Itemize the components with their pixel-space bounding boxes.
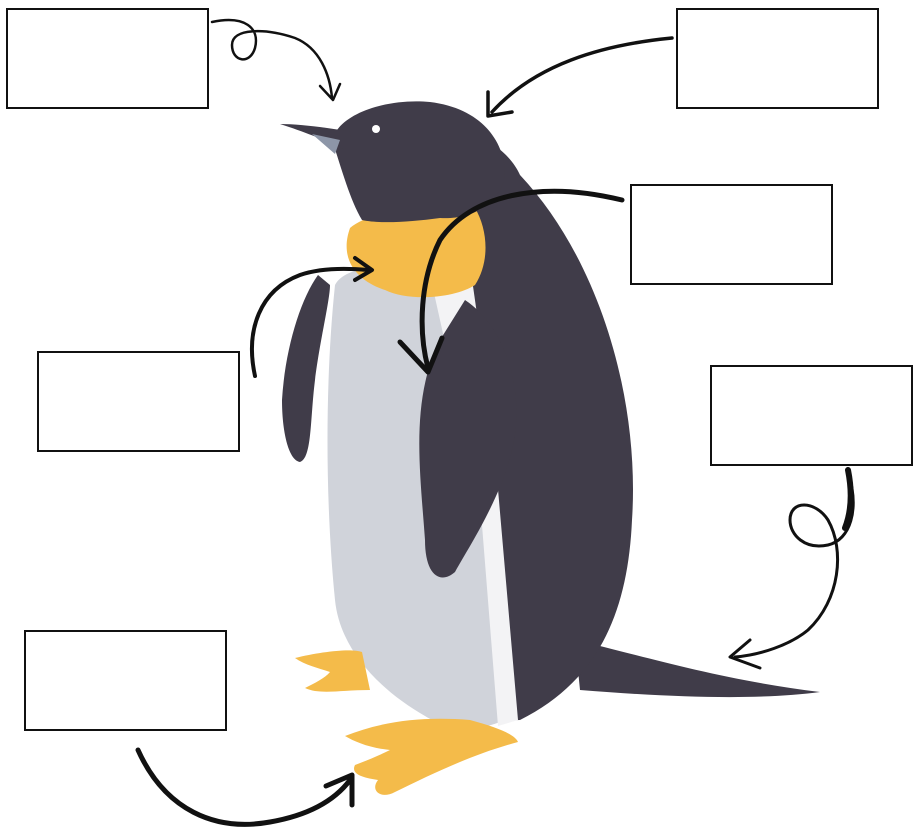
penguin-left-flipper <box>282 275 330 462</box>
penguin-beak-tip <box>312 134 340 154</box>
arrow-head-head <box>486 90 514 118</box>
arrow-head <box>490 36 674 114</box>
label-box-back[interactable] <box>630 184 833 285</box>
label-box-tail[interactable] <box>710 365 913 466</box>
penguin-tail <box>575 640 820 698</box>
arrow-neck-head <box>353 256 374 282</box>
arrow-tail <box>733 470 855 659</box>
arrow-tail-head <box>728 638 762 670</box>
arrow-feet <box>135 747 353 827</box>
penguin-right-flipper <box>419 300 517 578</box>
arrow-beak <box>210 18 334 100</box>
penguin-back-foot <box>295 650 370 692</box>
arrow-feet-head <box>323 772 355 808</box>
label-box-head[interactable] <box>676 8 879 109</box>
arrow-back <box>419 188 625 371</box>
arrow-beak-head <box>318 82 342 102</box>
arrow-back-head <box>397 335 445 375</box>
arrow-tail-head-stroke <box>842 467 854 531</box>
label-box-feet[interactable] <box>24 630 227 731</box>
penguin-eye <box>372 125 380 133</box>
penguin-front-foot <box>345 718 518 795</box>
penguin-belly-highlight <box>430 265 518 726</box>
label-box-beak[interactable] <box>6 8 209 109</box>
label-box-neck[interactable] <box>37 351 240 452</box>
arrow-neck <box>250 266 370 378</box>
